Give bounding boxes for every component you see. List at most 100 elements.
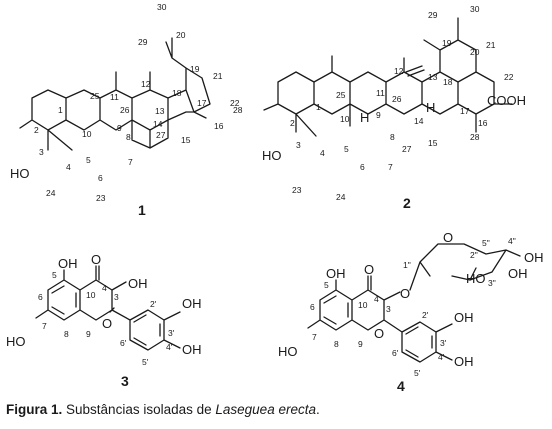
label-c3pp: 3" [488, 278, 496, 288]
label-c8: 8 [64, 329, 69, 339]
label-c6: 6 [310, 302, 315, 312]
compound-1-structure: 30 29 20 19 21 22 18 13 12 11 25 26 9 10… [10, 2, 243, 218]
label-c21: 21 [213, 71, 223, 81]
label-c7: 7 [42, 321, 47, 331]
compound-3-ring-o: O [102, 316, 112, 331]
compound-2-number: 2 [403, 195, 411, 211]
label-c25: 25 [336, 90, 346, 100]
label-c6: 6 [360, 162, 365, 172]
compound-3-bonds [35, 265, 181, 351]
label-c28: 28 [470, 132, 480, 142]
compound-4-oh4pp: OH [524, 250, 544, 265]
label-c12: 12 [394, 66, 404, 76]
label-c1: 1 [58, 105, 63, 115]
label-c25: 25 [90, 91, 100, 101]
compound-4-oh3p: OH [454, 310, 474, 325]
label-c2p: 2' [422, 310, 429, 320]
compound-4-carbonyl-o: O [364, 262, 374, 277]
caption-species: Laseguea erecta [215, 402, 316, 417]
compound-1-bonds [19, 37, 211, 151]
label-c4: 4 [320, 148, 325, 158]
label-c5p: 5' [414, 368, 421, 378]
label-c22: 22 [230, 98, 240, 108]
compound-3-oh7: HO [6, 334, 26, 349]
label-c27: 27 [402, 144, 412, 154]
label-c14: 14 [153, 119, 163, 129]
label-c27: 27 [156, 130, 166, 140]
label-c6p: 6' [120, 338, 127, 348]
label-c2p: 2' [150, 299, 157, 309]
compound-1-hydroxyl: HO [10, 166, 30, 181]
caption-label: Figura 1. [6, 402, 63, 417]
label-c30: 30 [157, 2, 167, 12]
label-c15: 15 [181, 135, 191, 145]
label-c21: 21 [486, 40, 496, 50]
label-c17: 17 [460, 106, 470, 116]
label-c4p: 4' [438, 352, 445, 362]
label-c9: 9 [86, 329, 91, 339]
label-c13: 13 [155, 106, 165, 116]
compound-4-oh5: OH [326, 266, 346, 281]
label-c23: 23 [292, 185, 302, 195]
label-c10: 10 [340, 114, 350, 124]
label-c4: 4 [66, 162, 71, 172]
label-c7: 7 [128, 157, 133, 167]
compound-3-oh5: OH [58, 256, 78, 271]
label-c3: 3 [296, 140, 301, 150]
label-c6: 6 [38, 292, 43, 302]
label-c4: 4 [374, 294, 379, 304]
label-c8: 8 [390, 132, 395, 142]
label-c3: 3 [114, 292, 119, 302]
compound-1-number: 1 [138, 202, 146, 218]
label-c28: 28 [233, 105, 243, 115]
label-c18: 18 [443, 77, 453, 87]
label-c29: 29 [428, 10, 438, 20]
compound-4-bonds [307, 243, 521, 363]
label-c20: 20 [470, 47, 480, 57]
label-c26: 26 [392, 94, 402, 104]
caption-text: Substâncias isoladas de [66, 402, 212, 417]
label-c4pp: 4" [508, 236, 516, 246]
compound-4-oh4p: OH [454, 354, 474, 369]
compound-4-structure: OH O O HO O OH OH O HO OH OH 5 10 4 3 6 … [278, 230, 544, 394]
label-c9: 9 [376, 110, 381, 120]
compound-4-ring-o: O [374, 326, 384, 341]
compound-3-carbonyl-o: O [91, 252, 101, 267]
label-c29: 29 [138, 37, 148, 47]
label-c5: 5 [324, 280, 329, 290]
label-c26: 26 [120, 105, 130, 115]
label-c5p: 5' [142, 357, 149, 367]
label-c22: 22 [504, 72, 514, 82]
label-c1: 1 [316, 102, 321, 112]
compound-4-oh2pp: HO [466, 271, 486, 286]
compound-2-h9: H [360, 110, 369, 125]
label-c7: 7 [312, 332, 317, 342]
label-c1pp: 1" [403, 260, 411, 270]
label-c11: 11 [110, 92, 119, 102]
label-c24: 24 [46, 188, 56, 198]
label-c10: 10 [86, 290, 96, 300]
label-c15: 15 [428, 138, 438, 148]
compound-4-oh3pp: OH [508, 266, 528, 281]
label-c7: 7 [388, 162, 393, 172]
compound-2-hydroxyl: HO [262, 148, 282, 163]
label-c30: 30 [470, 4, 480, 14]
label-c23: 23 [96, 193, 106, 203]
caption-period: . [315, 402, 320, 417]
label-c5: 5 [344, 144, 349, 154]
compound-2-structure: 29 30 19 20 21 22 18 17 28 12 13 11 25 2… [262, 4, 526, 211]
compound-4-glycoside-o: O [400, 286, 410, 301]
label-c8: 8 [334, 339, 339, 349]
label-c8: 8 [126, 132, 131, 142]
compound-3-number: 3 [121, 373, 129, 389]
label-c2: 2 [290, 118, 295, 128]
label-c18: 18 [172, 88, 182, 98]
label-c4: 4 [102, 283, 107, 293]
label-c5pp: 5" [482, 238, 490, 248]
label-c19: 19 [190, 64, 200, 74]
label-c16: 16 [478, 118, 488, 128]
label-c13: 13 [428, 72, 438, 82]
label-c3: 3 [386, 304, 391, 314]
label-c6: 6 [98, 173, 103, 183]
